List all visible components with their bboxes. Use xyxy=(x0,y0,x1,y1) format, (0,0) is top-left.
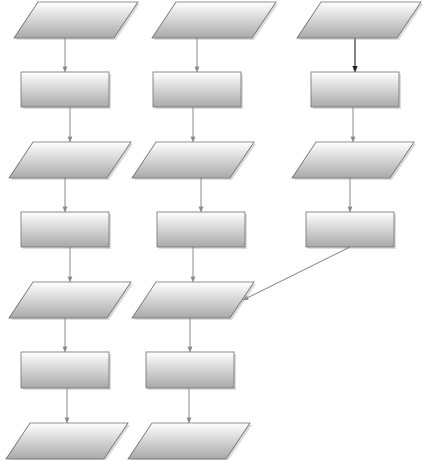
nodes-layer xyxy=(5,1,423,460)
flow-node-rectangle xyxy=(305,211,396,249)
node-shape xyxy=(310,71,400,108)
node-shape xyxy=(20,211,110,248)
flow-node-parallelogram xyxy=(8,281,133,320)
node-shape xyxy=(13,1,139,39)
node-shape xyxy=(151,1,277,39)
flow-arrow xyxy=(242,246,351,301)
node-shape xyxy=(5,422,129,460)
node-shape xyxy=(152,71,242,108)
flow-node-parallelogram xyxy=(5,422,130,460)
flow-node-parallelogram xyxy=(151,1,278,40)
node-shape xyxy=(127,422,251,460)
node-shape xyxy=(131,141,255,179)
node-shape xyxy=(131,281,255,319)
flow-node-parallelogram xyxy=(13,1,140,40)
flow-node-rectangle xyxy=(145,351,236,390)
edges-layer xyxy=(62,38,358,424)
flow-node-parallelogram xyxy=(127,422,252,460)
flow-node-rectangle xyxy=(152,71,243,109)
node-shape xyxy=(291,141,415,179)
node-shape xyxy=(145,351,235,389)
flow-node-parallelogram xyxy=(291,141,416,180)
node-shape xyxy=(20,351,110,389)
flow-node-rectangle xyxy=(20,71,111,109)
node-shape xyxy=(8,141,132,179)
flow-node-parallelogram xyxy=(131,281,256,320)
flow-node-parallelogram xyxy=(131,141,256,180)
node-shape xyxy=(8,281,132,319)
node-shape xyxy=(305,211,395,248)
flow-node-rectangle xyxy=(156,211,247,249)
flow-node-parallelogram xyxy=(8,141,133,180)
node-shape xyxy=(296,1,422,39)
flow-node-rectangle xyxy=(20,351,111,390)
node-shape xyxy=(20,71,110,108)
flow-node-rectangle xyxy=(310,71,401,109)
flow-node-rectangle xyxy=(20,211,111,249)
flow-node-parallelogram xyxy=(296,1,423,40)
node-shape xyxy=(156,211,246,248)
